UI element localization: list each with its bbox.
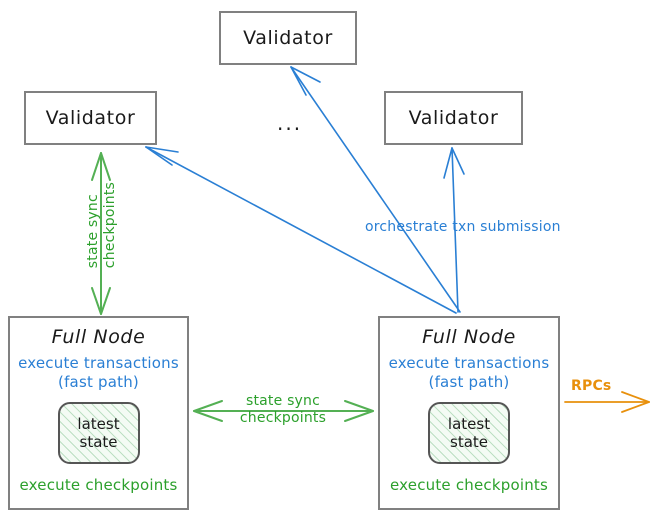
label-state-sync-horizontal: state sync checkpoints <box>233 393 333 427</box>
label-state-sync-vertical-line1: state sync <box>85 194 101 269</box>
full-node-right-title: Full Node <box>422 326 516 348</box>
full-node-right[interactable]: Full Node execute transactions (fast pat… <box>378 316 560 510</box>
edge-state-sync-vertical <box>91 152 111 315</box>
full-node-left-subtitle: execute transactions (fast path) <box>18 354 179 392</box>
latest-state-right-line2: state <box>450 433 488 452</box>
label-state-sync-vertical-line2: checkpoints <box>102 182 118 269</box>
edge-fullnode-right-to-validator-top <box>290 66 461 313</box>
edge-rpcs <box>564 391 650 413</box>
full-node-left[interactable]: Full Node execute transactions (fast pat… <box>8 316 189 510</box>
full-node-left-subtitle-line1: execute transactions <box>18 354 179 372</box>
edge-state-sync-horizontal <box>193 400 374 422</box>
label-orchestrate-txn-submission: orchestrate txn submission <box>365 219 561 235</box>
full-node-left-subtitle-line2: (fast path) <box>58 373 139 392</box>
latest-state-right-line1: latest <box>447 415 491 434</box>
full-node-right-subtitle: execute transactions (fast path) <box>389 354 550 392</box>
validator-right-label: Validator <box>408 107 499 129</box>
validator-node-top[interactable]: Validator <box>219 11 357 65</box>
label-state-sync-horizontal-line1: state sync <box>245 393 321 409</box>
validator-node-right[interactable]: Validator <box>384 91 523 145</box>
full-node-right-subtitle-line1: execute transactions <box>388 354 550 372</box>
full-node-right-footer: execute checkpoints <box>389 476 549 494</box>
validator-left-label: Validator <box>45 107 136 129</box>
latest-state-left-line2: state <box>79 433 118 452</box>
label-state-sync-horizontal-line2: checkpoints <box>239 410 327 427</box>
latest-state-left-line1: latest <box>77 415 120 434</box>
validator-top-label: Validator <box>243 27 333 49</box>
edge-fullnode-right-to-validator-left <box>145 146 457 314</box>
validators-ellipsis: ... <box>277 111 303 135</box>
label-rpcs: RPCs <box>571 378 612 394</box>
edge-fullnode-right-to-validator-right <box>451 147 459 313</box>
full-node-left-title: Full Node <box>51 326 146 348</box>
validator-node-left[interactable]: Validator <box>24 91 157 145</box>
label-state-sync-vertical: state sync checkpoints <box>85 182 118 268</box>
full-node-right-subtitle-line2: (fast path) <box>428 373 510 392</box>
latest-state-box-right: latest state <box>428 402 510 465</box>
full-node-left-footer: execute checkpoints <box>19 476 178 494</box>
latest-state-box-left: latest state <box>57 402 140 465</box>
